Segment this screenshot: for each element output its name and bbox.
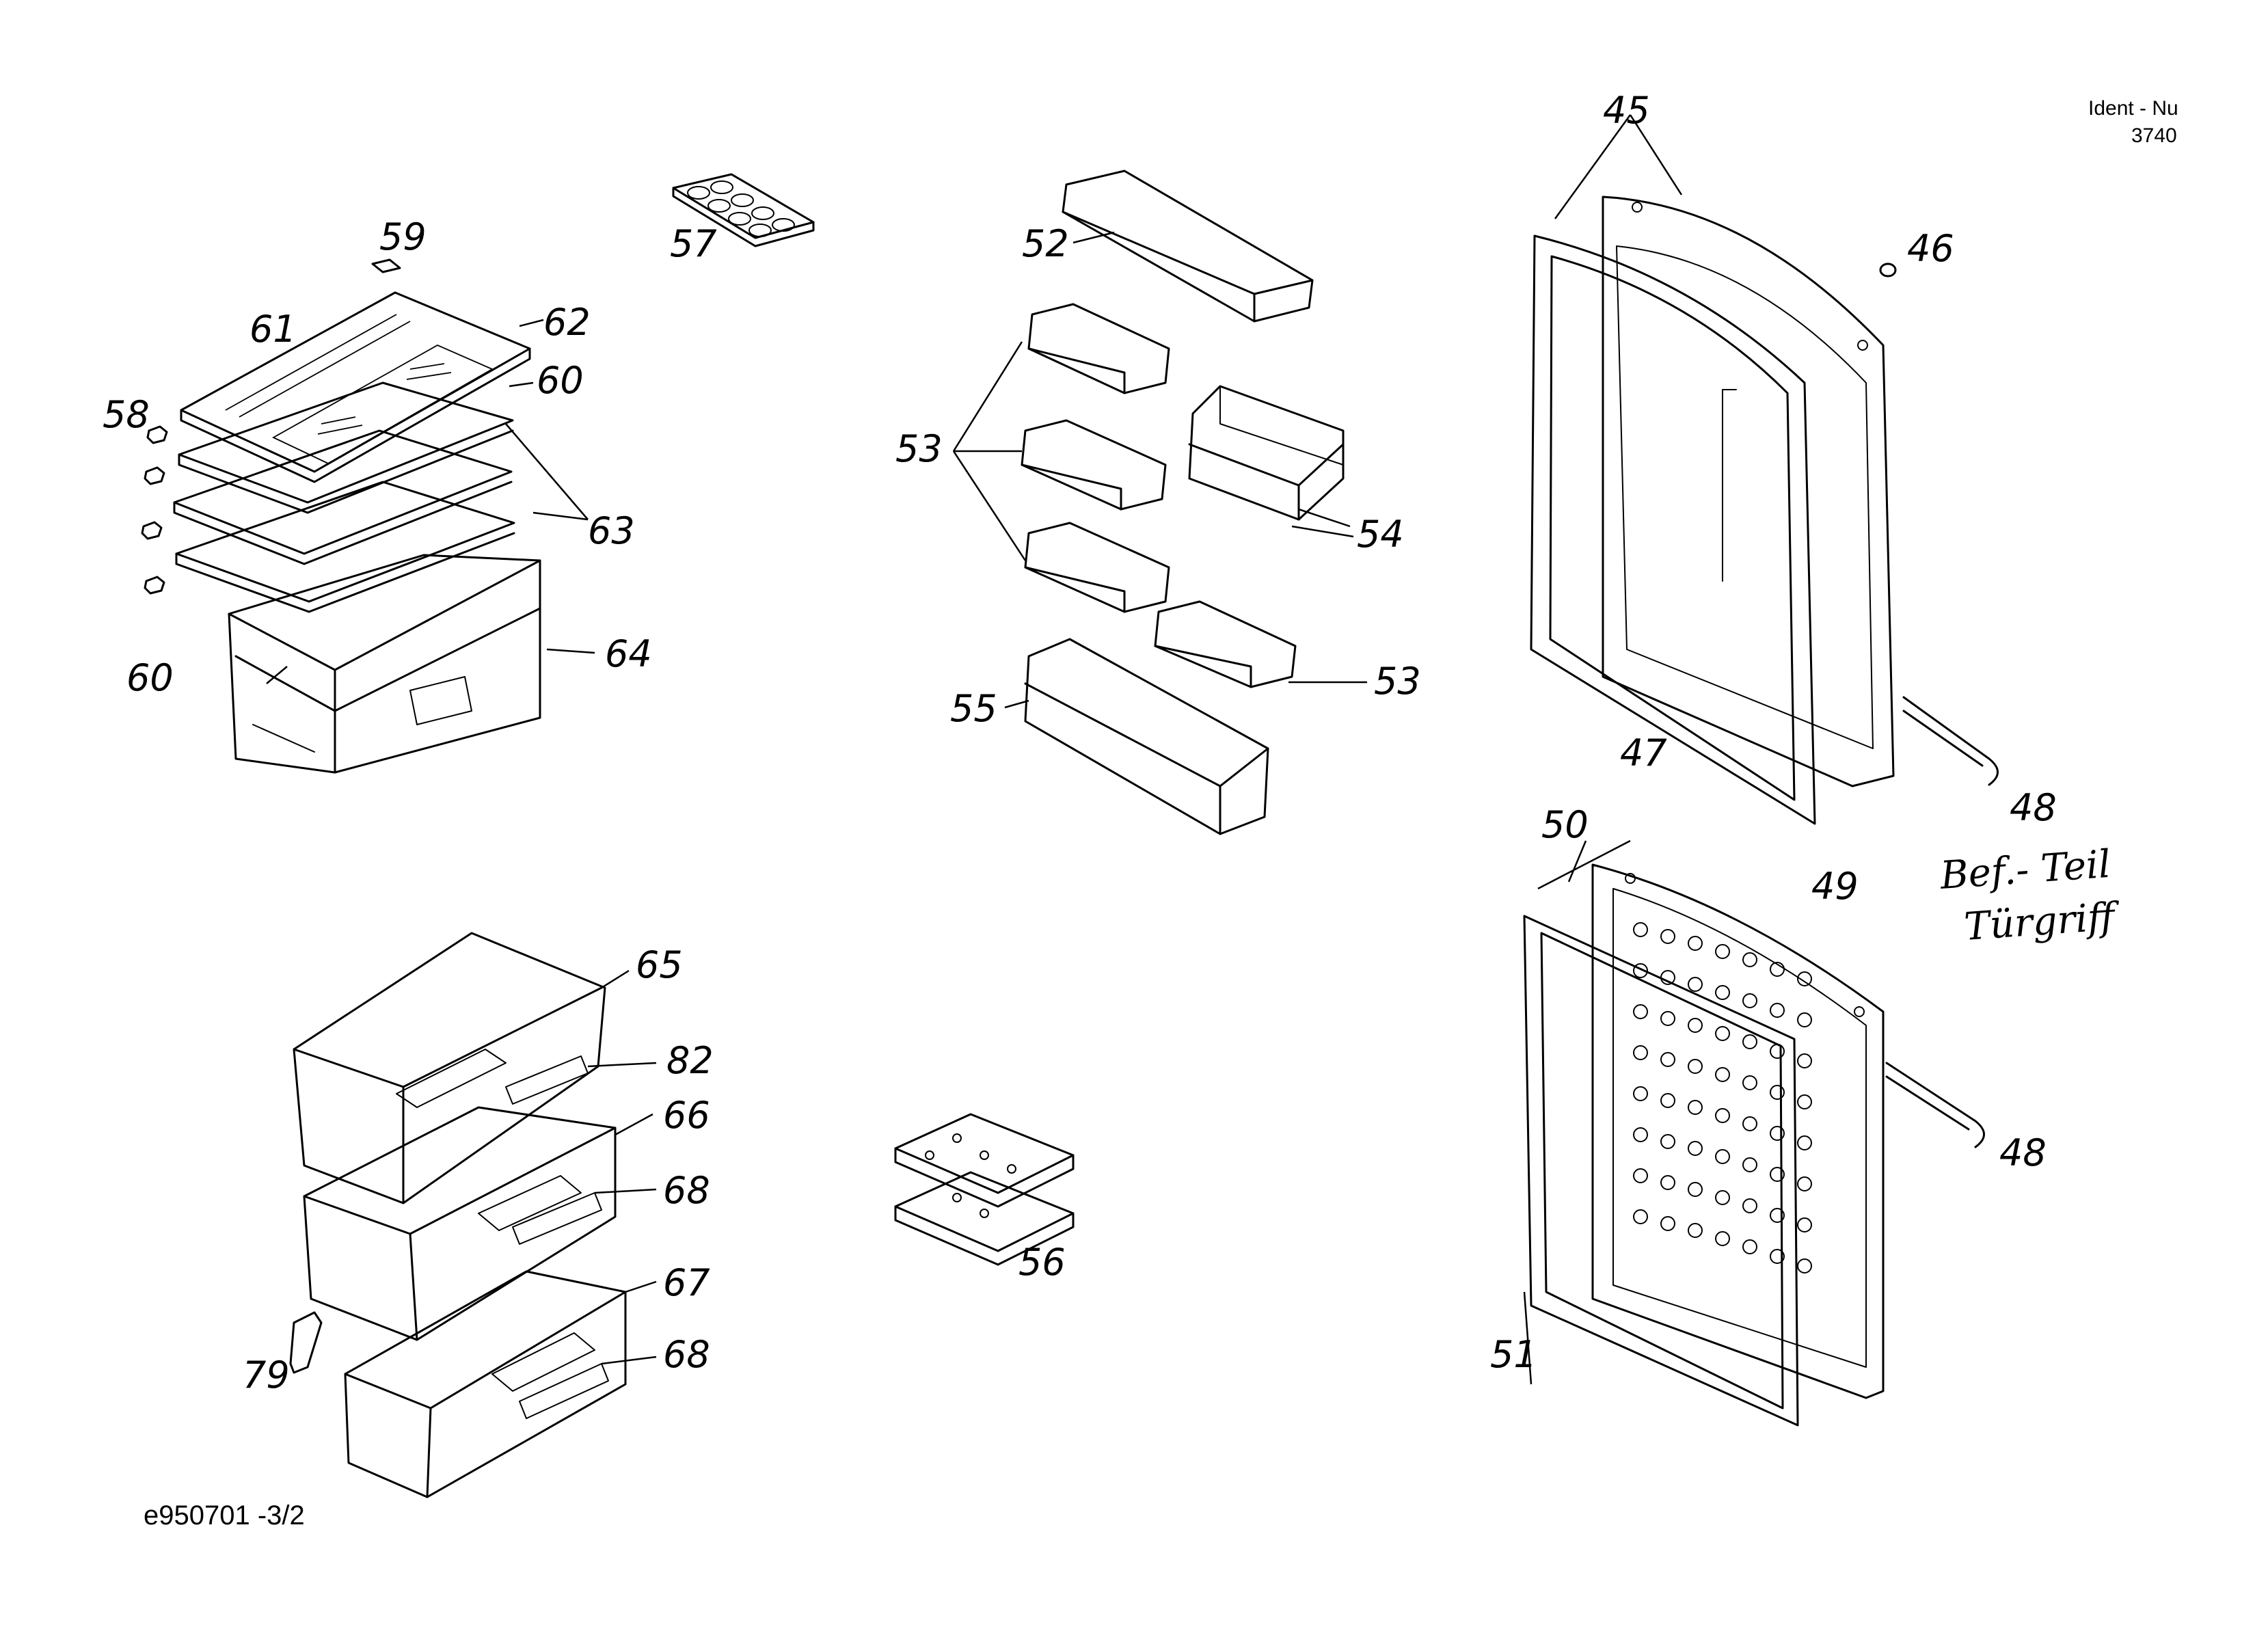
label-55: 55 bbox=[950, 687, 997, 730]
glass-shelf-2 bbox=[173, 429, 513, 565]
part-labels: 45 46 47 48 49 50 51 48 52 53 53 54 55 5… bbox=[103, 89, 2057, 1397]
door-bin-53-top bbox=[1027, 303, 1170, 394]
plug-46 bbox=[1879, 262, 1897, 278]
glass-shelf-1 bbox=[178, 381, 514, 514]
door-bin-53-low bbox=[1024, 522, 1170, 613]
upper-door-gasket bbox=[1530, 234, 1816, 825]
drawer-67 bbox=[344, 1270, 627, 1498]
ident-label: Ident - Nu bbox=[2088, 97, 2178, 120]
lower-door-gasket bbox=[1523, 915, 1799, 1427]
label-50: 50 bbox=[1541, 803, 1589, 846]
label-79: 79 bbox=[243, 1353, 290, 1397]
drawer-65 bbox=[293, 932, 606, 1204]
ice-packs-56 bbox=[894, 1113, 1075, 1266]
drawing-code: e950701 -3/2 bbox=[144, 1500, 305, 1531]
label-54: 54 bbox=[1357, 513, 1404, 556]
label-60-bottom: 60 bbox=[126, 656, 174, 699]
label-53-right: 53 bbox=[1374, 660, 1421, 703]
label-68-upper: 68 bbox=[663, 1169, 710, 1212]
label-65: 65 bbox=[636, 943, 683, 986]
annotation-line-2: Türgriff bbox=[1962, 894, 2122, 949]
shelf-support-clips bbox=[141, 425, 168, 595]
label-58: 58 bbox=[103, 393, 150, 436]
door-bin-53-mid bbox=[1021, 419, 1167, 511]
door-bin-54 bbox=[1188, 385, 1345, 521]
upper-door-panel bbox=[1602, 196, 1895, 787]
label-52: 52 bbox=[1022, 222, 1069, 265]
leader-lines bbox=[266, 114, 1683, 1385]
label-66: 66 bbox=[663, 1094, 710, 1137]
ident-number: 3740 bbox=[2131, 124, 2177, 147]
label-49: 49 bbox=[1811, 865, 1859, 908]
label-64: 64 bbox=[605, 632, 652, 675]
door-bin-53-right bbox=[1154, 600, 1297, 688]
shelf-clip-59 bbox=[371, 258, 401, 273]
clip-79 bbox=[289, 1311, 323, 1374]
label-51: 51 bbox=[1490, 1333, 1537, 1376]
egg-tray bbox=[672, 173, 815, 247]
handle-48-lower bbox=[1885, 1062, 1985, 1148]
handle-48-upper bbox=[1902, 696, 1999, 786]
label-48-upper: 48 bbox=[2010, 786, 2057, 829]
label-45: 45 bbox=[1603, 89, 1650, 132]
label-61: 61 bbox=[249, 308, 297, 351]
label-57: 57 bbox=[670, 222, 717, 265]
label-82: 82 bbox=[666, 1039, 714, 1082]
label-48-lower: 48 bbox=[1999, 1131, 2047, 1174]
label-67: 67 bbox=[663, 1261, 710, 1304]
handwritten-annotation: Bef.- Teil Türgriff bbox=[1938, 842, 2122, 949]
label-62: 62 bbox=[543, 301, 591, 344]
crisper-box-64 bbox=[228, 554, 541, 774]
lower-door-panel bbox=[1591, 863, 1885, 1399]
label-53-left: 53 bbox=[895, 427, 943, 470]
glass-shelf-3 bbox=[175, 481, 515, 613]
door-bin-52 bbox=[1062, 170, 1314, 323]
door-bin-55 bbox=[1024, 638, 1269, 835]
label-46: 46 bbox=[1907, 227, 1954, 270]
lower-door-grid bbox=[1633, 922, 1812, 1273]
label-68-lower: 68 bbox=[663, 1333, 710, 1376]
drawer-66 bbox=[303, 1106, 617, 1341]
glass-shelf-top bbox=[180, 291, 531, 483]
label-60-top: 60 bbox=[537, 359, 584, 402]
label-59: 59 bbox=[379, 215, 427, 258]
label-56: 56 bbox=[1018, 1241, 1066, 1284]
annotation-line-1: Bef.- Teil bbox=[1938, 842, 2111, 898]
label-63: 63 bbox=[588, 509, 635, 552]
label-47: 47 bbox=[1620, 731, 1667, 774]
